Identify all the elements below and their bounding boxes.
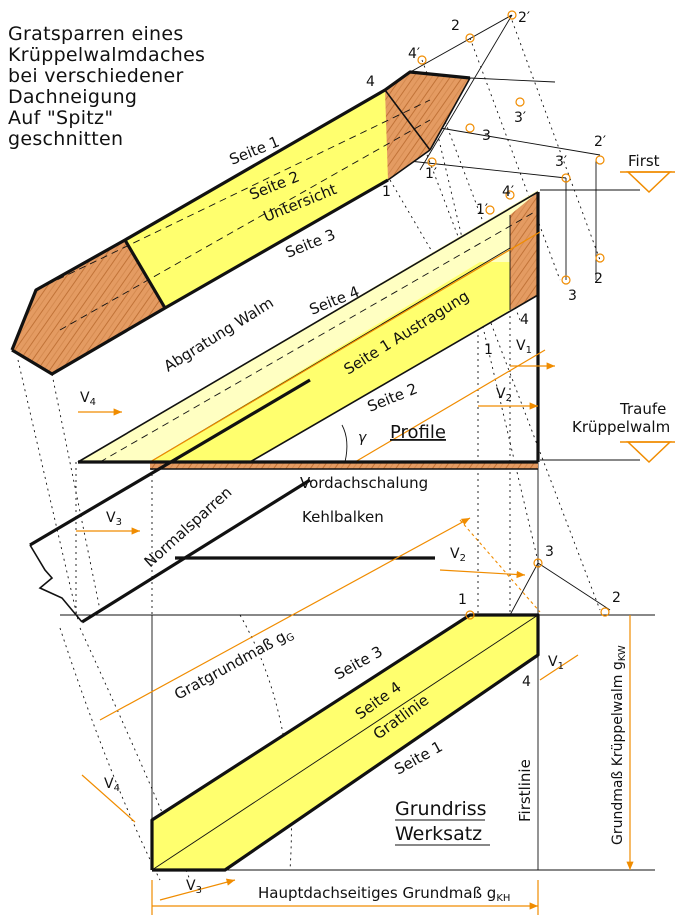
label-v4-lower: V4	[104, 776, 120, 794]
v2-upper-v: V	[496, 386, 506, 402]
point-2-right: 2	[594, 271, 603, 287]
label-gratgrundmass: Gratgrundmaß gG	[171, 624, 296, 706]
label-v1-upper: V1	[516, 338, 532, 356]
label-v1-lower: V1	[548, 654, 564, 672]
point-3p-right: 3′	[555, 154, 567, 170]
label-kehlbalken: Kehlbalken	[302, 508, 384, 526]
point-4-right: 4	[520, 312, 529, 328]
label-v4-upper: V4	[80, 390, 96, 408]
v3-upper-v: V	[106, 510, 116, 526]
label-v3-lower: V3	[186, 878, 202, 896]
label-vordachschalung: Vordachschalung	[300, 474, 428, 492]
label-hauptdach-text: Hauptdachseitiges Grundmaß g	[258, 884, 496, 902]
label-v2-upper: V2	[496, 386, 512, 404]
v3-lower-sub: 3	[196, 885, 202, 896]
gratsparren-profile	[29, 190, 546, 624]
v1-upper-v: V	[516, 338, 526, 354]
v2-lower-v: V	[450, 546, 460, 562]
label-hauptdach: Hauptdachseitiges Grundmaß gKH	[258, 884, 510, 904]
v1-upper-sub: 1	[526, 345, 532, 356]
first-marker-icon	[626, 171, 672, 194]
point-3-top: 3	[482, 128, 491, 144]
point-4p-right: 4′	[502, 184, 514, 200]
point-markers	[417, 10, 610, 620]
point-4p-top: 4′	[408, 46, 420, 62]
point-1p-right: 1′	[476, 202, 488, 218]
v4-lower-sub: 4	[114, 783, 120, 794]
point-1-lower: 1	[458, 592, 467, 608]
label-first: First	[628, 152, 660, 170]
point-4-lower: 4	[522, 674, 531, 690]
v4-upper-v: V	[80, 390, 90, 406]
title-line-1: Gratsparren eines	[8, 23, 184, 45]
label-v3-upper: V3	[106, 510, 122, 528]
label-hauptdach-sub: KH	[496, 893, 510, 904]
label-grundmass-kw: Grundmaß Krüppelwalm gKW	[610, 645, 628, 845]
point-3-right: 3	[568, 288, 577, 304]
label-kruppelwalm: Krüppelwalm	[572, 418, 670, 436]
label-werksatz: Werksatz	[395, 823, 482, 845]
v3-upper-sub: 3	[116, 517, 122, 528]
label-profile: Profile	[390, 422, 446, 443]
gratsparren-upper	[10, 70, 471, 376]
label-traufe: Traufe	[619, 400, 666, 418]
gratsparren-grundriss	[150, 613, 540, 872]
point-2p-top: 2′	[518, 10, 530, 26]
v4-upper-sub: 4	[90, 397, 96, 408]
label-grundmass-kw-text: Grundmaß Krüppelwalm g	[610, 661, 626, 845]
title-line-2: Krüppelwalmdaches	[8, 44, 206, 66]
title-line-5: Auf "Spitz"	[8, 107, 114, 129]
drawing-title: Gratsparren eines Krüppelwalmdaches bei …	[8, 24, 233, 150]
v2-lower-sub: 2	[460, 553, 466, 564]
label-v2-lower: V2	[450, 546, 466, 564]
label-grundriss: Grundriss	[395, 798, 487, 820]
point-4-top: 4	[366, 74, 375, 90]
label-gratgrundmass-text: Gratgrundmaß g	[171, 627, 289, 703]
point-1p-top: 1′	[425, 166, 437, 182]
label-gamma: γ	[358, 430, 367, 446]
title-line-6: geschnitten	[8, 128, 124, 150]
dimension-lines	[76, 362, 634, 915]
v4-lower-v: V	[104, 776, 114, 792]
title-line-3: bei verschiedener	[8, 65, 184, 87]
title-line-4: Dachneigung	[8, 86, 138, 108]
v3-lower-v: V	[186, 878, 196, 894]
point-2-lower: 2	[612, 590, 621, 606]
point-3-lower: 3	[545, 544, 554, 560]
traufe-marker-icon	[626, 441, 672, 464]
v1-lower-v: V	[548, 654, 558, 670]
point-2-top: 2	[451, 18, 460, 34]
point-1-right: 1	[484, 342, 493, 358]
v1-lower-sub: 1	[558, 661, 564, 672]
label-firstlinie: Firstlinie	[516, 759, 534, 822]
level-markers	[620, 171, 675, 464]
point-2p-right: 2′	[594, 134, 606, 150]
v2-upper-sub: 2	[506, 393, 512, 404]
label-grundmass-kw-sub: KW	[617, 645, 628, 661]
point-1-top: 1	[382, 184, 391, 200]
point-3p-top: 3′	[514, 110, 526, 126]
